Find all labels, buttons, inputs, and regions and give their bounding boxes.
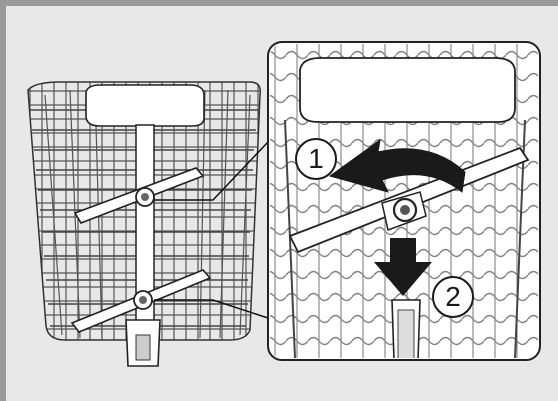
upper-lid: [86, 85, 204, 126]
callout-1-label: 1: [296, 139, 336, 179]
callout-2-label: 2: [433, 277, 473, 317]
detail-inset: [268, 42, 540, 360]
inset-lid: [300, 58, 515, 122]
overview-rack: [28, 82, 260, 366]
